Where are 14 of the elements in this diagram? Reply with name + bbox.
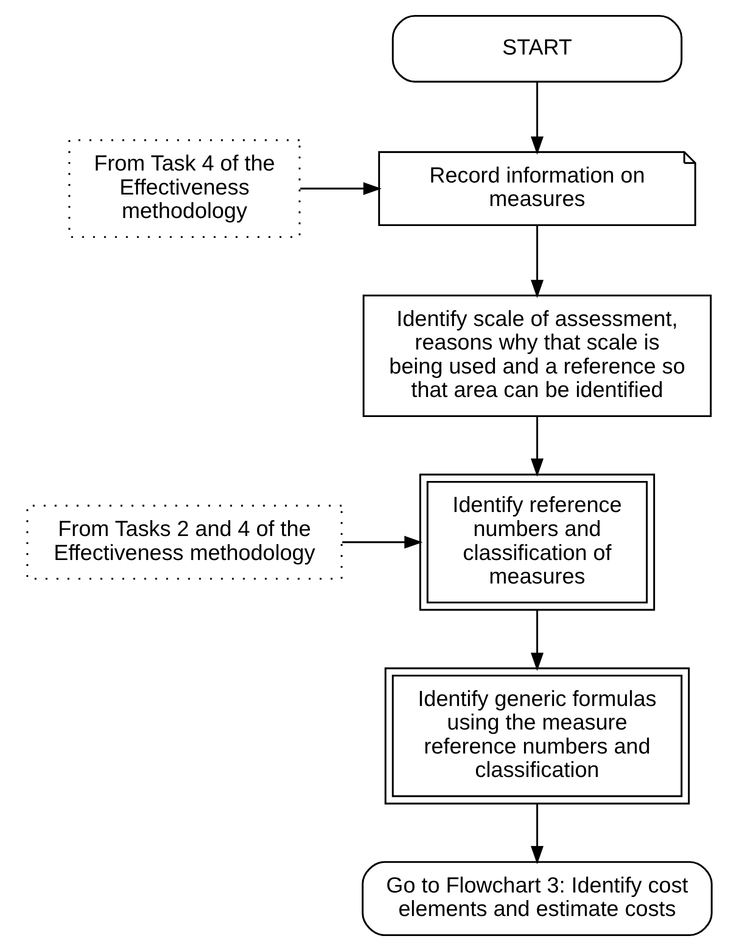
- node-box: START: [391, 14, 682, 83]
- node-box: From Task 4 of the Effectiveness methodology: [68, 139, 300, 238]
- node-box: Identify generic formulas using the measure reference numbers and classification: [384, 667, 690, 804]
- node-box: Go to Flowchart 3: Identify cost elements and estimate costs: [361, 861, 712, 936]
- node-box: Identify scale of assessment, reasons why that scale is being used and a reference so that area can be identified: [362, 294, 712, 418]
- node-box: Identify reference numbers and classification of measures: [418, 474, 655, 611]
- arrow: [530, 610, 544, 672]
- arrow: [530, 82, 544, 155]
- arrow: [342, 536, 422, 549]
- arrow: [530, 226, 544, 298]
- arrow: [300, 182, 382, 195]
- arrow: [530, 804, 544, 864]
- arrow: [530, 416, 544, 477]
- node-box: From Tasks 2 and 4 of the Effectiveness methodology: [26, 504, 342, 580]
